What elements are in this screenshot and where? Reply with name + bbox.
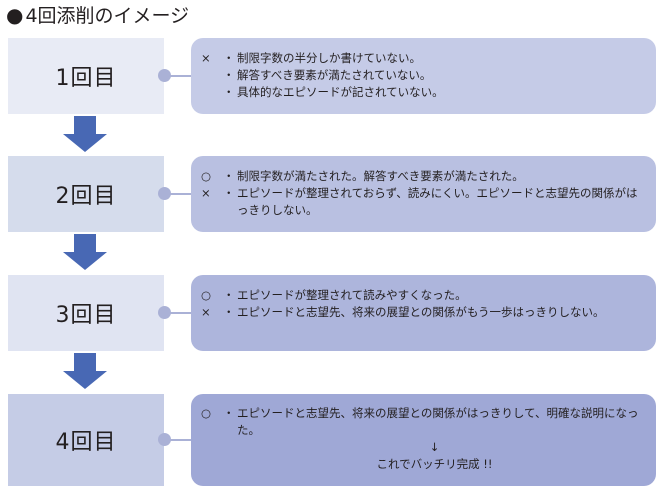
- step-1-label: 1回目: [8, 38, 164, 114]
- feedback-item: ・ 具体的なエピソードが記されていない。: [201, 84, 646, 101]
- step-1-connector: [164, 75, 192, 77]
- step-3-connector: [164, 312, 192, 314]
- step-3-connector-dot: [158, 306, 171, 319]
- step-4-connector: [164, 439, 192, 441]
- step-2-feedback-box: ○ ・ 制限字数が満たされた。解答すべき要素が満たされた。 × ・ エピソードが…: [191, 156, 656, 232]
- feedback-item: ・ 解答すべき要素が満たされていない。: [201, 67, 646, 84]
- step-2-label: 2回目: [8, 156, 164, 232]
- feedback-text: 制限字数の半分しか書けていない。: [237, 51, 421, 65]
- feedback-item: ○ ・ エピソードが整理されて読みやすくなった。: [201, 287, 646, 304]
- ok-mark: ○: [201, 169, 212, 183]
- step-4-connector-dot: [158, 433, 171, 446]
- feedback-item: ○ ・ 制限字数が満たされた。解答すべき要素が満たされた。: [201, 168, 646, 185]
- step-2-connector-dot: [158, 187, 171, 200]
- title-text: 4回添削のイメージ: [25, 5, 190, 27]
- step-4-label: 4回目: [8, 394, 164, 486]
- result-arrow-icon: ↓: [429, 440, 440, 454]
- feedback-text: エピソードと志望先、将来の展望との関係がはっきりして、明確な説明になった。: [237, 406, 639, 437]
- step-1-connector-dot: [158, 69, 171, 82]
- feedback-text: エピソードが整理されておらず、読みにくい。エピソードと志望先の関係がはっきりしな…: [237, 186, 638, 217]
- ng-mark: ×: [201, 51, 211, 65]
- ng-mark: ×: [201, 305, 211, 319]
- feedback-item: ○ ・ エピソードと志望先、将来の展望との関係がはっきりして、明確な説明になった…: [201, 405, 646, 439]
- ok-mark: ○: [201, 288, 212, 302]
- ok-mark: ○: [201, 406, 212, 420]
- title-bullet-icon: ●: [6, 3, 24, 27]
- feedback-text: エピソードと志望先、将来の展望との関係がもう一歩はっきりしない。: [237, 305, 605, 319]
- feedback-text: 解答すべき要素が満たされていない。: [237, 68, 432, 82]
- feedback-item: × ・ エピソードと志望先、将来の展望との関係がもう一歩はっきりしない。: [201, 304, 646, 321]
- feedback-text: エピソードが整理されて読みやすくなった。: [237, 288, 467, 302]
- step-4-feedback-box: ○ ・ エピソードと志望先、将来の展望との関係がはっきりして、明確な説明になった…: [191, 394, 656, 486]
- feedback-item: × ・ 制限字数の半分しか書けていない。: [201, 50, 646, 67]
- ng-mark: ×: [201, 186, 211, 200]
- feedback-text: 具体的なエピソードが記されていない。: [237, 85, 444, 99]
- step-2-connector: [164, 193, 192, 195]
- step-3-label: 3回目: [8, 275, 164, 351]
- feedback-text: 制限字数が満たされた。解答すべき要素が満たされた。: [237, 169, 524, 183]
- page-title: ●4回添削のイメージ: [6, 3, 189, 28]
- conclusion-text: これでバッチリ完成 !!: [376, 457, 493, 471]
- feedback-item: × ・ エピソードが整理されておらず、読みにくい。エピソードと志望先の関係がはっ…: [201, 185, 646, 219]
- step-3-feedback-box: ○ ・ エピソードが整理されて読みやすくなった。 × ・ エピソードと志望先、将…: [191, 275, 656, 351]
- step-1-feedback-box: × ・ 制限字数の半分しか書けていない。 ・ 解答すべき要素が満たされていない。…: [191, 38, 656, 114]
